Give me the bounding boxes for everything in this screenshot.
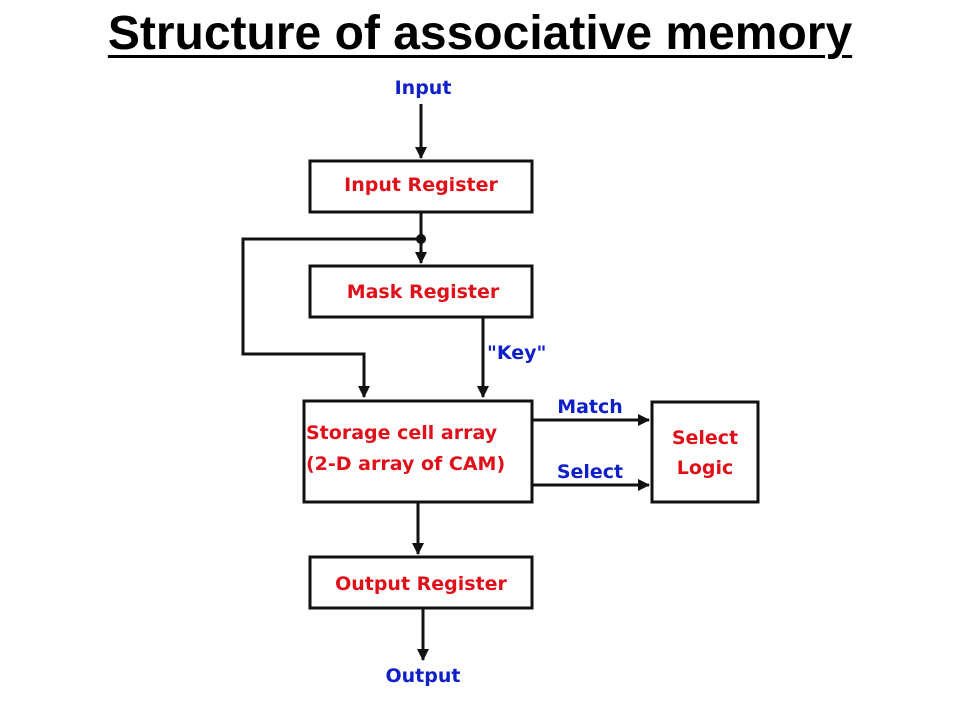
output-label: Output (386, 665, 461, 687)
key-label: "Key" (487, 342, 546, 364)
match-label: Match (557, 396, 623, 418)
storage-cell-array-label-line1: Storage cell array (306, 422, 498, 444)
input-label: Input (395, 77, 452, 99)
select-label: Select (557, 461, 623, 483)
input-register-box (308, 159, 534, 214)
select-logic-label-line1: Select (672, 427, 738, 449)
select-logic-label-line2: Logic (677, 457, 734, 479)
mask-register-label: Mask Register (347, 281, 500, 303)
output-register-label: Output Register (335, 573, 507, 595)
select-logic-box (650, 400, 760, 504)
page-title: Structure of associative memory (107, 7, 853, 60)
bypass-to-storage-arrow (241, 237, 421, 398)
mask-register-box (308, 264, 534, 319)
storage-cell-array-box (302, 399, 534, 504)
input-register-label: Input Register (344, 174, 498, 196)
storage-cell-array-label-line2: (2-D array of CAM) (306, 453, 505, 475)
output-register-box (308, 555, 534, 610)
